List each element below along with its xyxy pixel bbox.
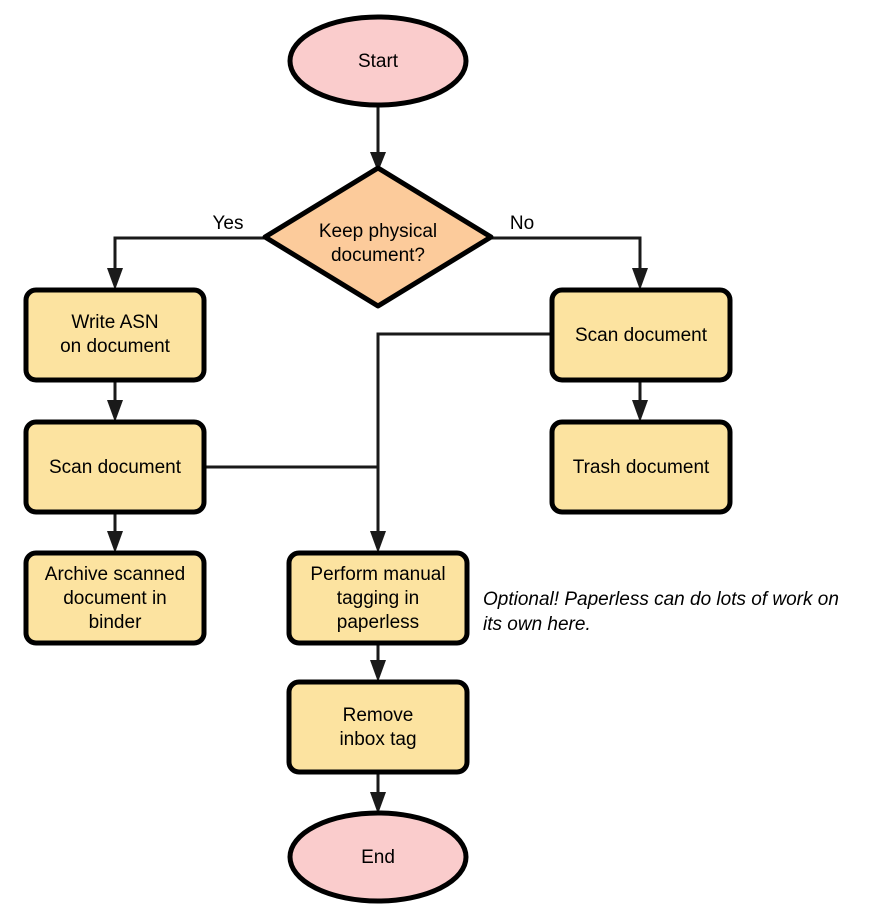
manual-tagging-box[interactable] (286, 550, 470, 646)
remove-inbox-tag-box[interactable] (286, 679, 470, 775)
node-remove-inbox-tag[interactable]: Remove inbox tag (286, 679, 470, 775)
node-decision-label-line-2: document? (331, 245, 425, 266)
arrowhead-icon (632, 268, 648, 290)
arrowhead-icon (370, 531, 386, 553)
node-archive-label-line-3: binder (89, 612, 142, 633)
node-archive-label-line-2: document in (63, 588, 167, 609)
edge-label-no: No (510, 213, 534, 234)
node-archive-scanned-document[interactable]: Archive scanned document in binder (23, 550, 207, 646)
edge-label-yes: Yes (213, 213, 244, 234)
edge-decision-yes-to-write-asn (107, 236, 265, 290)
node-manual-tagging-label-line-1: Perform manual (310, 564, 445, 585)
node-remove-inbox-label-line-2: inbox tag (339, 729, 416, 750)
node-scan-document-right-label: Scan document (575, 325, 708, 346)
node-manual-tagging-label-line-3: paperless (337, 612, 419, 633)
arrowhead-icon (107, 531, 123, 553)
node-scan-document-left[interactable]: Scan document (23, 419, 207, 515)
annotation-optional-note: Optional! Paperless can do lots of work … (483, 589, 839, 635)
node-write-asn-label-line-1: Write ASN (71, 312, 158, 333)
node-remove-inbox-label-line-1: Remove (343, 705, 414, 726)
arrowhead-icon (370, 152, 386, 172)
scan-document-left-box[interactable] (23, 419, 207, 515)
edge-scan-right-to-manual-tagging (370, 332, 552, 553)
scan-document-right-box[interactable] (549, 287, 733, 383)
arrowhead-icon (370, 660, 386, 682)
start-ellipse[interactable] (287, 14, 469, 108)
arrowhead-icon (107, 268, 123, 290)
edge-decision-no-to-scan-right (491, 236, 648, 290)
edge-scan-right-to-trash (632, 380, 648, 422)
trash-document-box[interactable] (549, 419, 733, 515)
edge-start-to-decision (370, 105, 386, 172)
archive-box[interactable] (23, 550, 207, 646)
arrowhead-icon (370, 792, 386, 814)
node-decision-label-line-1: Keep physical (319, 221, 437, 242)
node-write-asn[interactable]: Write ASN on document (23, 287, 207, 383)
node-start-label: Start (358, 51, 399, 72)
arrowhead-icon (107, 400, 123, 422)
node-end[interactable]: End (287, 810, 469, 904)
arrowhead-icon (632, 400, 648, 422)
node-trash-document[interactable]: Trash document (549, 419, 733, 515)
edge-manual-tagging-to-remove-inbox (370, 643, 386, 682)
edge-scan-left-to-archive (107, 512, 123, 553)
edge-line (376, 332, 552, 539)
write-asn-box[interactable] (23, 287, 207, 383)
edge-remove-inbox-to-end (370, 772, 386, 814)
node-trash-document-label: Trash document (573, 457, 710, 478)
annotation-line-1: Optional! Paperless can do lots of work … (483, 589, 839, 610)
node-decision-keep-physical-document[interactable]: Keep physical document? (262, 165, 494, 309)
end-ellipse[interactable] (287, 810, 469, 904)
annotation-line-2: its own here. (483, 614, 591, 635)
node-manual-tagging-label-line-2: tagging in (337, 588, 419, 609)
edge-line (113, 236, 265, 275)
edge-write-asn-to-scan-left (107, 380, 123, 422)
node-scan-document-left-label: Scan document (49, 457, 182, 478)
node-write-asn-label-line-2: on document (60, 336, 171, 357)
edge-line (491, 236, 642, 275)
node-end-label: End (361, 847, 395, 868)
node-start[interactable]: Start (287, 14, 469, 108)
decision-diamond[interactable] (262, 165, 494, 309)
node-archive-label-line-1: Archive scanned (45, 564, 185, 585)
node-scan-document-right[interactable]: Scan document (549, 287, 733, 383)
node-manual-tagging[interactable]: Perform manual tagging in paperless (286, 550, 470, 646)
